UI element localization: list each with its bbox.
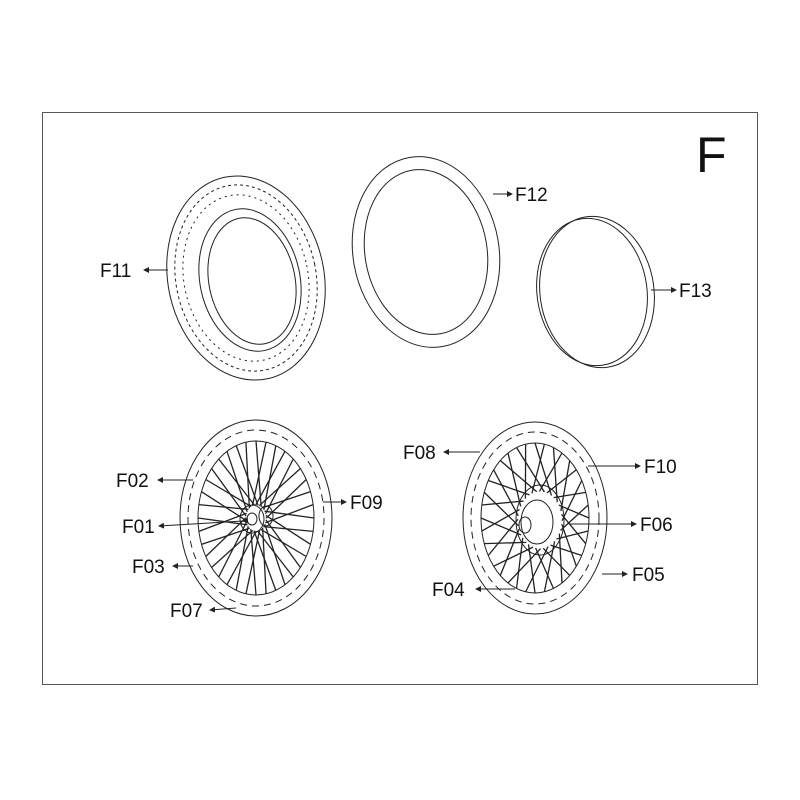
label-f11: F11 — [100, 261, 131, 282]
spoke — [251, 442, 267, 507]
spoke — [507, 548, 542, 584]
spoke — [499, 528, 520, 576]
spoke — [255, 451, 286, 506]
spoke — [561, 513, 587, 545]
spoke — [483, 491, 519, 527]
spoke — [507, 452, 522, 507]
spoke — [226, 530, 257, 585]
spoke — [552, 447, 558, 503]
spoke — [245, 442, 251, 509]
spoke — [264, 523, 286, 585]
spoke — [531, 443, 546, 494]
label-f01: F01 — [122, 517, 155, 538]
label-f08: F08 — [403, 443, 436, 464]
front-wheel — [179, 419, 333, 617]
spoke — [245, 529, 261, 594]
spoke — [201, 527, 250, 545]
spoke — [515, 447, 545, 493]
spoke — [556, 530, 589, 540]
spoke — [493, 546, 534, 567]
label-f05: F05 — [632, 565, 665, 586]
spoke — [265, 479, 307, 519]
spoke — [265, 519, 301, 568]
label-f09: F09 — [350, 493, 383, 514]
spoke — [484, 541, 527, 545]
spoke — [262, 491, 311, 509]
spoke — [211, 468, 247, 517]
spoke — [546, 469, 577, 494]
label-f12: F12 — [515, 185, 548, 206]
spoke — [550, 544, 582, 557]
spoke — [226, 451, 248, 513]
section-letter: F — [696, 127, 727, 183]
spoke — [488, 479, 530, 496]
spoke — [481, 500, 524, 506]
spoke — [527, 544, 536, 594]
tire-f11 — [166, 175, 326, 381]
label-f06: F06 — [640, 515, 673, 536]
spoke — [201, 491, 247, 522]
spoke — [553, 491, 586, 499]
spoke — [211, 529, 254, 568]
label-f03: F03 — [132, 557, 165, 578]
label-f04: F04 — [432, 580, 465, 601]
spoke — [542, 547, 571, 576]
spoke — [561, 524, 577, 567]
spoke — [261, 527, 267, 594]
spoke — [258, 468, 301, 507]
rear-wheel — [462, 421, 608, 615]
label-f02: F02 — [116, 471, 149, 492]
spoke — [560, 504, 589, 531]
spoke — [515, 537, 524, 589]
label-f10: F10 — [644, 457, 677, 478]
spoke — [487, 518, 519, 556]
label-f13: F13 — [679, 281, 712, 302]
inner-tube-f13 — [536, 215, 655, 369]
spoke — [525, 546, 549, 593]
spoke — [499, 460, 538, 493]
spoke — [481, 508, 520, 532]
spoke — [558, 533, 563, 583]
rim-tape-f12 — [351, 156, 501, 348]
spoke — [534, 442, 553, 496]
spoke — [558, 504, 590, 519]
diagram-frame — [42, 112, 758, 685]
spoke — [535, 547, 555, 589]
label-f07: F07 — [170, 601, 203, 622]
leader-lines — [143, 191, 677, 613]
spoke — [543, 541, 556, 592]
spoke — [493, 469, 519, 517]
spoke — [561, 480, 583, 522]
spoke — [560, 460, 571, 512]
spoke — [538, 452, 563, 492]
spoke — [480, 517, 522, 536]
spoke — [265, 504, 314, 524]
